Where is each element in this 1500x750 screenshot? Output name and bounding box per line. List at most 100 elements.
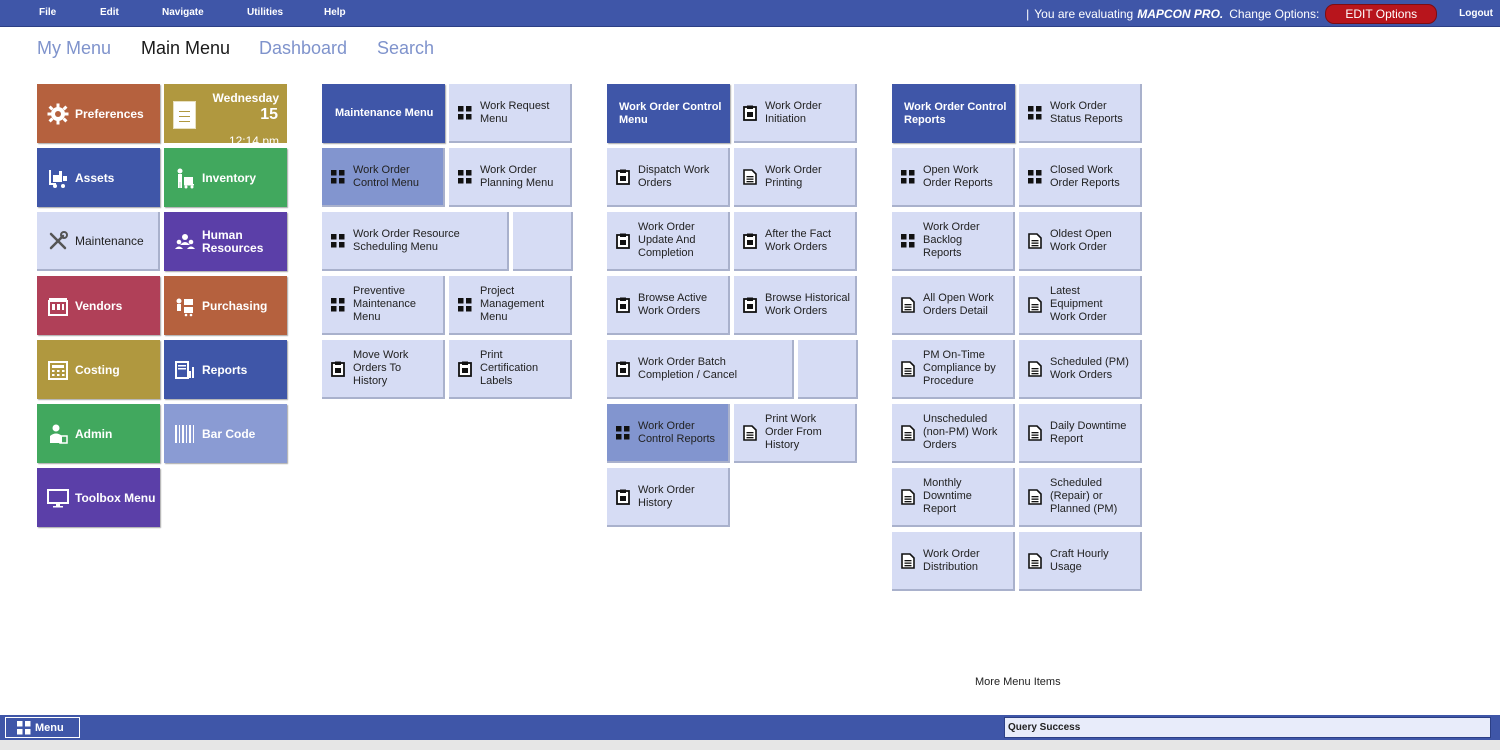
evaluating-text: You are evaluating [1034, 6, 1134, 21]
menu-navigate[interactable]: Navigate [162, 7, 204, 18]
menu-grid-icon [1028, 105, 1042, 121]
edit-options-button[interactable]: EDIT Options [1325, 3, 1438, 24]
category-vendors[interactable]: Vendors [37, 276, 160, 335]
work-order-batch-completion-tile[interactable]: Work Order Batch Completion / Cancel [607, 340, 794, 399]
work-order-control-reports-header[interactable]: Work Order Control Reports [892, 84, 1015, 143]
category-preferences[interactable]: Preferences [37, 84, 160, 143]
menu-grid-icon [1028, 169, 1042, 185]
oldest-open-work-order-tile[interactable]: Oldest Open Work Order [1019, 212, 1142, 271]
tile-label: Work Order History [638, 483, 695, 509]
tab-main-menu[interactable]: Main Menu [141, 38, 231, 58]
category-costing[interactable]: Costing [37, 340, 160, 399]
project-management-menu-tile[interactable]: Project Management Menu [449, 276, 572, 335]
category-label: Preferences [75, 106, 144, 121]
forklift-icon [47, 167, 69, 189]
people-icon [174, 231, 196, 253]
category-label: Costing [75, 362, 120, 377]
header-label: Maintenance Menu [335, 107, 434, 119]
scheduled-pm-work-orders-tile[interactable]: Scheduled (PM) Work Orders [1019, 340, 1142, 399]
top-menu-bar: File Edit Navigate Utilities Help | You … [0, 0, 1500, 27]
monthly-downtime-report-tile[interactable]: Monthly Downtime Report [892, 468, 1015, 527]
work-order-control-reports-tile[interactable]: Work Order Control Reports [607, 404, 730, 463]
work-order-planning-menu-tile[interactable]: Work Order Planning Menu [449, 148, 572, 207]
category-purchasing[interactable]: Purchasing [164, 276, 287, 335]
work-order-update-completion-tile[interactable]: Work Order Update And Completion [607, 212, 730, 271]
scheduled-repair-or-planned-tile[interactable]: Scheduled (Repair) or Planned (PM) [1019, 468, 1142, 527]
header-label: Work Order Control Menu [619, 100, 722, 126]
logout-link[interactable]: Logout [1459, 8, 1493, 19]
work-order-control-menu-tile[interactable]: Work Order Control Menu [322, 148, 445, 207]
print-work-order-from-history-tile[interactable]: Print Work Order From History [734, 404, 857, 463]
more-menu-items-link[interactable]: More Menu Items [975, 676, 1061, 688]
menu-utilities[interactable]: Utilities [247, 7, 284, 18]
work-order-backlog-reports-tile[interactable]: Work Order Backlog Reports [892, 212, 1015, 271]
category-label: Maintenance [75, 233, 144, 248]
category-label: Assets [75, 170, 115, 185]
tab-my-menu[interactable]: My Menu [37, 38, 112, 58]
tile-label: Dispatch Work Orders [638, 163, 710, 189]
category-bar-code[interactable]: Bar Code [164, 404, 287, 463]
clipboard-icon [616, 169, 630, 185]
work-order-status-reports-tile[interactable]: Work Order Status Reports [1019, 84, 1142, 143]
menu-grid-icon [331, 169, 345, 185]
menu-button[interactable]: Menu [5, 717, 80, 738]
document-icon [901, 360, 915, 377]
category-label: Purchasing [202, 298, 268, 313]
move-work-orders-history-tile[interactable]: Move Work Orders To History [322, 340, 445, 399]
tile-label: Craft Hourly Usage [1050, 547, 1109, 573]
tile-label: Preventive Maintenance Menu [353, 285, 416, 323]
all-open-work-orders-detail-tile[interactable]: All Open Work Orders Detail [892, 276, 1015, 335]
tile-label: Move Work Orders To History [353, 349, 409, 387]
work-order-resource-scheduling-tile[interactable]: Work Order Resource Scheduling Menu [322, 212, 509, 271]
document-icon [901, 488, 915, 505]
menu-grid-icon [17, 720, 31, 735]
category-assets[interactable]: Assets [37, 148, 160, 207]
tile-label: Work Order Update And Completion [638, 221, 696, 259]
after-the-fact-work-orders-tile[interactable]: After the Fact Work Orders [734, 212, 857, 271]
document-icon [901, 552, 915, 569]
category-admin[interactable]: Admin [37, 404, 160, 463]
work-order-initiation-tile[interactable]: Work Order Initiation [734, 84, 857, 143]
category-maintenance[interactable]: Maintenance [37, 212, 160, 271]
closed-work-order-reports-tile[interactable]: Closed Work Order Reports [1019, 148, 1142, 207]
dispatch-work-orders-tile[interactable]: Dispatch Work Orders [607, 148, 730, 207]
latest-equipment-work-order-tile[interactable]: Latest Equipment Work Order [1019, 276, 1142, 335]
clipboard-icon [616, 297, 630, 313]
tab-dashboard[interactable]: Dashboard [259, 38, 348, 58]
work-order-distribution-tile[interactable]: Work Order Distribution [892, 532, 1015, 591]
pm-on-time-compliance-tile[interactable]: PM On-Time Compliance by Procedure [892, 340, 1015, 399]
menu-button-label: Menu [35, 721, 64, 734]
menu-help[interactable]: Help [324, 7, 346, 18]
menu-file[interactable]: File [39, 7, 57, 18]
tile-label: Browse Historical Work Orders [765, 291, 850, 317]
tab-search[interactable]: Search [377, 38, 435, 58]
print-certification-labels-tile[interactable]: Print Certification Labels [449, 340, 572, 399]
tile-label: Work Order Distribution [923, 547, 980, 573]
work-order-printing-tile[interactable]: Work Order Printing [734, 148, 857, 207]
category-human-resources[interactable]: Human Resources [164, 212, 287, 271]
tile-label: Oldest Open Work Order [1050, 227, 1112, 253]
work-request-menu-tile[interactable]: Work Request Menu [449, 84, 572, 143]
craft-hourly-usage-tile[interactable]: Craft Hourly Usage [1019, 532, 1142, 591]
browse-active-work-orders-tile[interactable]: Browse Active Work Orders [607, 276, 730, 335]
daily-downtime-report-tile[interactable]: Daily Downtime Report [1019, 404, 1142, 463]
document-icon [743, 168, 757, 185]
document-icon [1028, 488, 1042, 505]
purchasing-icon [174, 295, 196, 317]
category-inventory[interactable]: Inventory [164, 148, 287, 207]
category-toolbox-menu[interactable]: Toolbox Menu [37, 468, 160, 527]
open-work-order-reports-tile[interactable]: Open Work Order Reports [892, 148, 1015, 207]
preventive-maintenance-menu-tile[interactable]: Preventive Maintenance Menu [322, 276, 445, 335]
menu-edit[interactable]: Edit [100, 7, 119, 18]
clipboard-icon [743, 297, 757, 313]
evaluation-notice: | You are evaluating MAPCON PRO. Change … [1026, 0, 1500, 27]
browse-historical-work-orders-tile[interactable]: Browse Historical Work Orders [734, 276, 857, 335]
unscheduled-work-orders-tile[interactable]: Unscheduled (non-PM) Work Orders [892, 404, 1015, 463]
work-order-control-menu-header[interactable]: Work Order Control Menu [607, 84, 730, 143]
store-icon [47, 295, 69, 317]
maintenance-menu-header[interactable]: Maintenance Menu [322, 84, 445, 143]
menu-grid-icon [331, 297, 345, 313]
tile-label: Latest Equipment Work Order [1050, 285, 1107, 323]
work-order-history-tile[interactable]: Work Order History [607, 468, 730, 527]
category-reports[interactable]: Reports [164, 340, 287, 399]
